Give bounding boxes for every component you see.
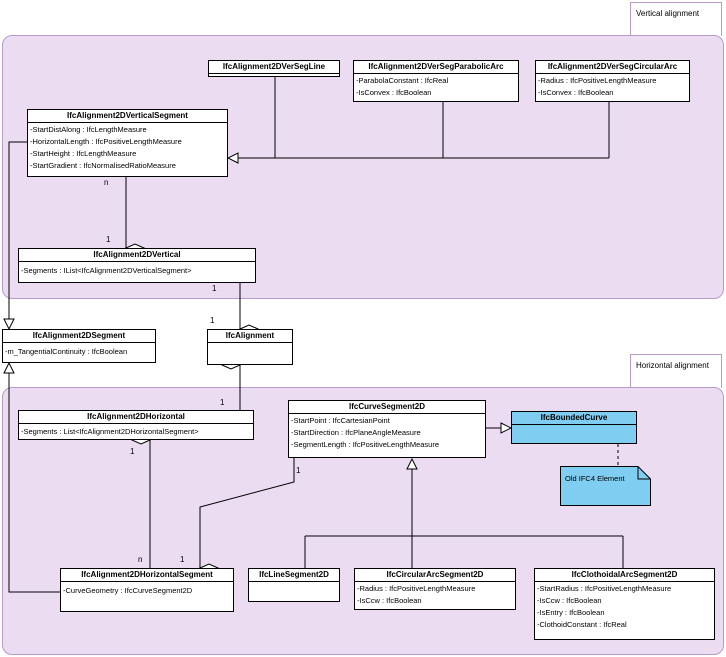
class-name: IfcAlignment2DHorizontalSegment xyxy=(61,569,233,582)
class-name: IfcAlignment2DVerSegLine xyxy=(209,61,339,74)
attribute: -IsCcw : IfcBoolean xyxy=(357,596,422,605)
attribute: -Segments : IList<IfcAlignment2DVertical… xyxy=(21,266,192,275)
class-vertical[interactable]: IfcAlignment2DVertical -Segments : IList… xyxy=(18,248,256,283)
class-horizontal[interactable]: IfcAlignment2DHorizontal -Segments : Lis… xyxy=(18,410,254,440)
attribute: -CurveGeometry : IfcCurveSegment2D xyxy=(63,586,193,595)
vertical-package-tab: Vertical alignment xyxy=(630,2,722,36)
class-segment[interactable]: IfcAlignment2DSegment -m_TangentialConti… xyxy=(2,329,156,363)
multiplicity-label: 1 xyxy=(212,284,217,293)
multiplicity-label: 1 xyxy=(210,316,215,325)
generalization-vseg-to-segment xyxy=(9,141,27,329)
attribute: -m_TangentialContinuity : IfcBoolean xyxy=(5,347,128,356)
generalization-hseg-to-segment xyxy=(9,363,60,593)
attribute: -SegmentLength : IfcPositiveLengthMeasur… xyxy=(291,440,440,449)
note-shape xyxy=(560,466,651,506)
class-name: IfcCircularArcSegment2D xyxy=(355,569,515,582)
attribute: -StartGradient : IfcNormalisedRatioMeasu… xyxy=(30,161,176,170)
multiplicity-label: n xyxy=(138,555,143,564)
attribute: -IsCcw : IfcBoolean xyxy=(537,596,602,605)
class-circulararc[interactable]: IfcCircularArcSegment2D -Radius : IfcPos… xyxy=(354,568,516,610)
class-boundedcurve[interactable]: IfcBoundedCurve xyxy=(511,411,637,444)
attribute: -StartDistAlong : IfcLengthMeasure xyxy=(30,125,147,134)
multiplicity-label: 1 xyxy=(296,466,301,475)
attribute: -IsEntry : IfcBoolean xyxy=(537,608,605,617)
class-name: IfcAlignment2DVerSegParabolicArc xyxy=(354,61,518,74)
class-verticalsegment[interactable]: IfcAlignment2DVerticalSegment -StartDist… xyxy=(27,109,228,177)
multiplicity-label: 1 xyxy=(220,398,225,407)
multiplicity-label: 1 xyxy=(180,555,185,564)
class-curvesegment[interactable]: IfcCurveSegment2D -StartPoint : IfcCarte… xyxy=(288,400,486,458)
class-name: IfcCurveSegment2D xyxy=(289,401,485,414)
attribute: -ClothoidConstant : IfcReal xyxy=(537,620,627,629)
class-name: IfcLineSegment2D xyxy=(249,569,339,582)
attribute: -StartPoint : IfcCartesianPoint xyxy=(291,416,390,425)
attribute: -Radius : IfcPositiveLengthMeasure xyxy=(538,76,657,85)
multiplicity-label: 1 xyxy=(130,447,135,456)
attribute: -StartDirection : IfcPlaneAngleMeasure xyxy=(291,428,421,437)
attribute: -HorizontalLength : IfcPositiveLengthMea… xyxy=(30,137,182,146)
attribute: -ParabolaConstant : IfcReal xyxy=(356,76,449,85)
class-linesegment[interactable]: IfcLineSegment2D xyxy=(248,568,340,602)
class-clothoidal[interactable]: IfcClothoidalArcSegment2D -StartRadius :… xyxy=(534,568,715,640)
class-name: IfcClothoidalArcSegment2D xyxy=(535,569,714,582)
attribute: -IsConvex : IfcBoolean xyxy=(356,88,432,97)
class-alignment[interactable]: IfcAlignment xyxy=(207,329,293,365)
class-name: IfcAlignment2DVerSegCircularArc xyxy=(536,61,689,74)
multiplicity-label: n xyxy=(104,178,109,187)
multiplicity-label: 1 xyxy=(106,235,111,244)
class-versegline[interactable]: IfcAlignment2DVerSegLine xyxy=(208,60,340,77)
attribute: -StartHeight : IfcLengthMeasure xyxy=(30,149,137,158)
class-versegcircular[interactable]: IfcAlignment2DVerSegCircularArc -Radius … xyxy=(535,60,690,102)
class-name: IfcAlignment2DVerticalSegment xyxy=(28,110,227,123)
note-text: Old IFC4 Element xyxy=(565,474,625,483)
class-name: IfcAlignment xyxy=(208,330,292,343)
class-name: IfcAlignment2DVertical xyxy=(19,249,255,262)
attribute: -Segments : List<IfcAlignment2DHorizonta… xyxy=(21,427,199,436)
class-versegparabolic[interactable]: IfcAlignment2DVerSegParabolicArc -Parabo… xyxy=(353,60,519,102)
horizontal-package-tab: Horizontal alignment xyxy=(630,354,722,388)
attribute: -StartRadius : IfcPositiveLengthMeasure xyxy=(537,584,672,593)
attribute: -IsConvex : IfcBoolean xyxy=(538,88,614,97)
class-name: IfcAlignment2DHorizontal xyxy=(19,411,253,424)
class-name: IfcAlignment2DSegment xyxy=(3,330,155,343)
class-name: IfcBoundedCurve xyxy=(512,412,636,425)
class-horizontalsegment[interactable]: IfcAlignment2DHorizontalSegment -CurveGe… xyxy=(60,568,234,612)
attribute: -Radius : IfcPositiveLengthMeasure xyxy=(357,584,476,593)
aggregation-curvegeometry xyxy=(199,458,295,568)
